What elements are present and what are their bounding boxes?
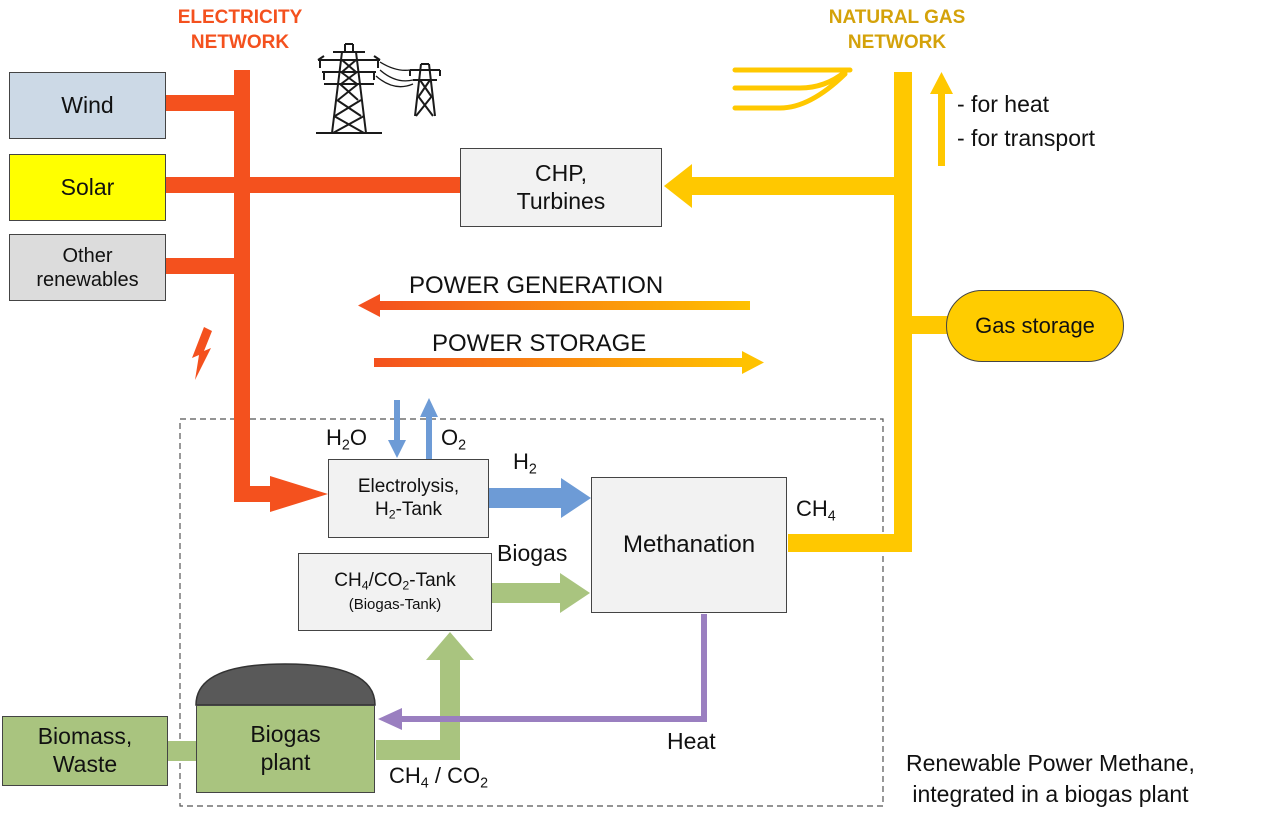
electrolysis-label-line2: H2-Tank [375,499,442,522]
biogas-plant-label-line1: Biogas [250,721,321,748]
methanation-box: Methanation [591,477,787,613]
tank-ch-sub: 4 [361,578,369,593]
power-generation-arrow [358,294,750,317]
other-label-line1: Other [62,244,113,267]
power-storage-label: POWER STORAGE [432,330,647,357]
solar-box: Solar [9,154,166,221]
electrolysis-box: Electrolysis, H2-Tank [328,459,489,538]
biogas-flow-label: Biogas [497,540,568,566]
h2o-sub: 2 [341,437,350,454]
o2-sub: 2 [458,437,467,454]
gas-use-arrow [930,72,953,166]
h2-sub: 2 [528,461,537,478]
diagram-caption: Renewable Power Methane, integrated in a… [906,748,1195,810]
gas-title-line1: NATURAL GAS [828,7,966,28]
power-storage-arrow [374,351,764,374]
biogas-tank-label-line1: CH4/CO2-Tank [334,570,455,593]
integration-boundary [179,418,884,807]
ch4-sub: 4 [827,508,836,525]
biogas-plant-label-line2: plant [260,749,311,775]
gas-storage-label: Gas storage [975,312,1095,338]
electrolysis-label-line1: Electrolysis, [357,475,460,497]
o2-label: O2 [441,425,467,454]
biomass-label-line1: Biomass, [37,723,133,750]
h2-label: H2 [513,449,537,478]
electrolysis-sub: 2 [388,507,396,522]
caption-line2: integrated in a biogas plant [912,781,1189,808]
raw-biogas-arrow [376,632,474,760]
tank-co: /CO [368,569,403,591]
gas-use-heat: - for heat [957,91,1050,117]
biogas-dome [195,663,376,706]
h2-arrow [489,478,591,518]
electrolysis-tank: -Tank [395,498,443,520]
gas-title-line2: NETWORK [847,31,947,53]
gas-network-title: NATURAL GAS NETWORK [797,6,997,55]
raw-co-sub: 2 [480,775,489,792]
h2o-h: H [326,425,342,450]
lightning-icon [192,327,212,380]
biogas-tank-label-line2: (Biogas-Tank) [348,596,442,614]
electrolysis-h: H [374,498,389,520]
h2o-o: O [349,425,367,450]
other-renewables-box: Other renewables [9,234,166,301]
wind-label: Wind [61,91,114,118]
solar-label: Solar [60,173,115,200]
heat-arrow [378,614,707,730]
biomass-label-line2: Waste [52,751,118,777]
gas-bus [664,72,948,552]
biogas-plant-box: Biogas plant [196,705,375,793]
tank-suffix: -Tank [409,569,456,591]
ch4-ch: CH [796,496,828,521]
chp-label-line2: Turbines [516,187,606,214]
wind-box: Wind [9,72,166,139]
biomass-feed [168,741,198,761]
biogas-tank-box: CH4/CO2-Tank (Biogas-Tank) [298,553,492,631]
h2-h: H [513,449,529,474]
other-label-line2: renewables [36,268,139,291]
gas-network-icon [732,67,853,111]
ch4-label: CH4 [796,496,836,525]
tank-co-sub: 2 [402,578,410,593]
power-generation-label: POWER GENERATION [409,272,664,299]
methanation-label: Methanation [622,530,756,558]
electricity-network-title: ELECTRICITY NETWORK [150,6,330,55]
tank-ch: CH [334,569,362,591]
power-pylon-icon [316,43,441,134]
biomass-waste-box: Biomass, Waste [2,716,168,786]
electricity-title-line2: NETWORK [190,31,290,53]
raw-ch: CH [389,763,421,788]
raw-co: / CO [428,763,481,788]
gas-storage-box: Gas storage [946,290,1124,362]
h2o-arrow [388,400,406,458]
gas-use-transport: - for transport [957,125,1096,151]
biogas-arrow [492,573,590,613]
ch4-co2-label: CH4 / CO2 [389,763,489,792]
o2-o: O [441,425,459,450]
heat-label: Heat [667,728,716,754]
electricity-bus [164,70,464,512]
chp-turbines-box: CHP, Turbines [460,148,662,227]
chp-label-line1: CHP, [535,159,587,186]
o2-arrow [420,398,438,459]
caption-line1: Renewable Power Methane, [906,750,1195,776]
electricity-title-line1: ELECTRICITY [177,7,303,28]
raw-ch-sub: 4 [420,775,429,792]
h2o-label: H2O [326,425,367,454]
